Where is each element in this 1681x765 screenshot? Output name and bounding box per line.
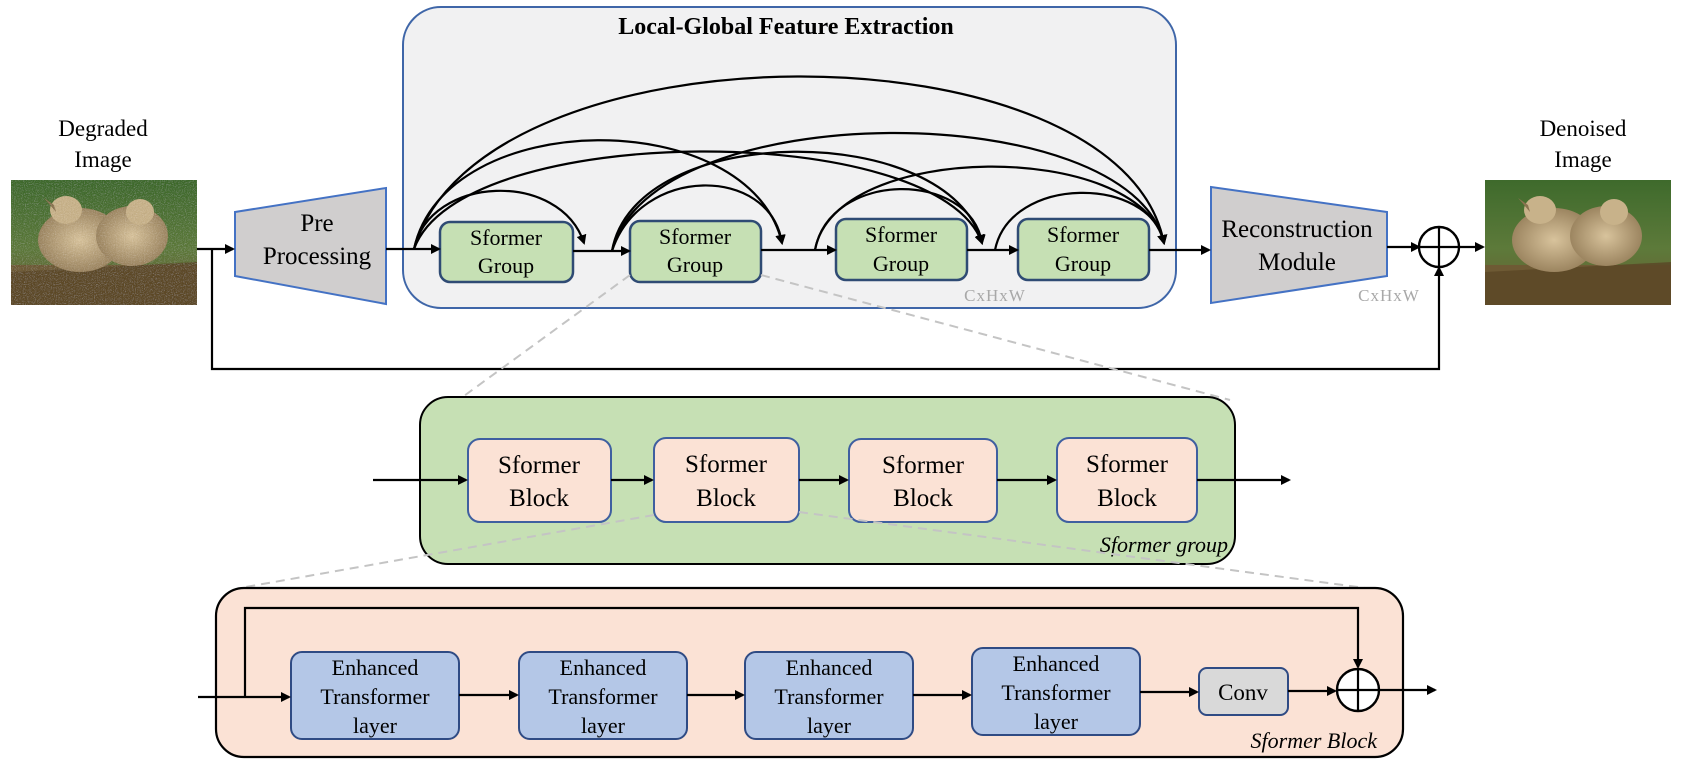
layer-3-line3: layer	[807, 713, 852, 738]
layer-1-line3: layer	[353, 713, 398, 738]
block-residual-connection	[243, 606, 1363, 697]
layer-1-line1: Enhanced	[332, 655, 419, 680]
reconstruction-dim-label: CxHxW	[1358, 286, 1420, 305]
bottom-sum-node	[1335, 667, 1381, 713]
dense-skip-arcs	[412, 75, 1168, 252]
sformer-block-1-line2: Block	[509, 485, 569, 512]
sformer-block-3-line2: Block	[893, 485, 953, 512]
global-skip-connection	[210, 249, 1444, 371]
sformer-block-4-line1: Sformer	[1086, 451, 1169, 478]
sformer-group-4: Sformer Group	[1016, 217, 1151, 282]
sformer-group-1-line2: Group	[478, 253, 534, 278]
sformer-block-3-line1: Sformer	[882, 452, 965, 479]
pre-processing-label-line2: Processing	[263, 243, 372, 270]
layer-3-line1: Enhanced	[786, 655, 873, 680]
feature-extraction-title: Local-Global Feature Extraction	[618, 14, 954, 40]
reconstruction-label-line2: Module	[1258, 249, 1336, 276]
denoised-image-label-line2: Image	[1554, 147, 1611, 172]
zoom-line-group-right	[760, 274, 1231, 401]
pre-processing-module	[234, 186, 387, 306]
degraded-image-label-line2: Image	[74, 147, 131, 172]
layer-2-line1: Enhanced	[560, 655, 647, 680]
sformer-block-2-line1: Sformer	[685, 451, 768, 478]
sformer-group-2: Sformer Group	[628, 219, 763, 284]
layer-4-line2: Transformer	[1001, 680, 1111, 705]
sformer-group-1: Sformer Group	[438, 220, 575, 284]
layer-2-line2: Transformer	[548, 684, 658, 709]
sformer-group-4-line1: Sformer	[1047, 222, 1120, 247]
reconstruction-module	[1210, 185, 1388, 305]
sformer-group-3: Sformer Group	[834, 217, 969, 282]
block-flow-arrows	[198, 685, 1437, 702]
sformer-group-2-line2: Group	[667, 252, 723, 277]
sformer-group-4-line2: Group	[1055, 251, 1111, 276]
denoised-image-label-line1: Denoised	[1540, 116, 1627, 141]
denoised-image	[1485, 180, 1671, 305]
sformer-block-1: Sformer Block	[467, 438, 612, 523]
sformer-block-2-line2: Block	[696, 485, 756, 512]
sformer-block-4: Sformer Block	[1056, 437, 1198, 523]
sformer-group-1-line1: Sformer	[470, 225, 543, 250]
sformer-block-1-line1: Sformer	[498, 452, 581, 479]
degraded-image-label-line1: Degraded	[58, 116, 148, 141]
top-sum-node	[1417, 225, 1461, 269]
sformer-group-3-line2: Group	[873, 251, 929, 276]
sformer-block-3: Sformer Block	[848, 438, 998, 523]
extraction-dim-label: CxHxW	[964, 286, 1026, 305]
enhanced-transformer-layer-4: Enhanced Transformer layer	[971, 647, 1141, 736]
sformer-block-2: Sformer Block	[653, 437, 800, 523]
feature-extraction-container	[402, 6, 1177, 309]
sformer-block-4-line2: Block	[1097, 485, 1157, 512]
layer-3-line2: Transformer	[774, 684, 884, 709]
layer-4-line1: Enhanced	[1013, 651, 1100, 676]
sformer-group-label: Sformer group	[1100, 532, 1228, 557]
pre-processing-label-line1: Pre	[300, 210, 333, 237]
layer-2-line3: layer	[581, 713, 626, 738]
conv-label: Conv	[1218, 680, 1268, 705]
degraded-image	[11, 180, 197, 305]
sformer-block-label: Sformer Block	[1251, 728, 1379, 753]
zoom-line-block-right	[798, 511, 1381, 591]
layer-1-line2: Transformer	[320, 684, 430, 709]
enhanced-transformer-layer-1: Enhanced Transformer layer	[290, 651, 460, 740]
layer-4-line3: layer	[1034, 709, 1079, 734]
enhanced-transformer-layer-2: Enhanced Transformer layer	[518, 651, 688, 740]
conv-layer: Conv	[1198, 667, 1289, 716]
zoom-line-block-left	[239, 514, 655, 589]
sformer-group-2-line1: Sformer	[659, 224, 732, 249]
reconstruction-label-line1: Reconstruction	[1221, 216, 1373, 243]
sformer-group-3-line1: Sformer	[865, 222, 938, 247]
enhanced-transformer-layer-3: Enhanced Transformer layer	[744, 651, 914, 740]
top-flow-arrows	[197, 242, 1485, 256]
